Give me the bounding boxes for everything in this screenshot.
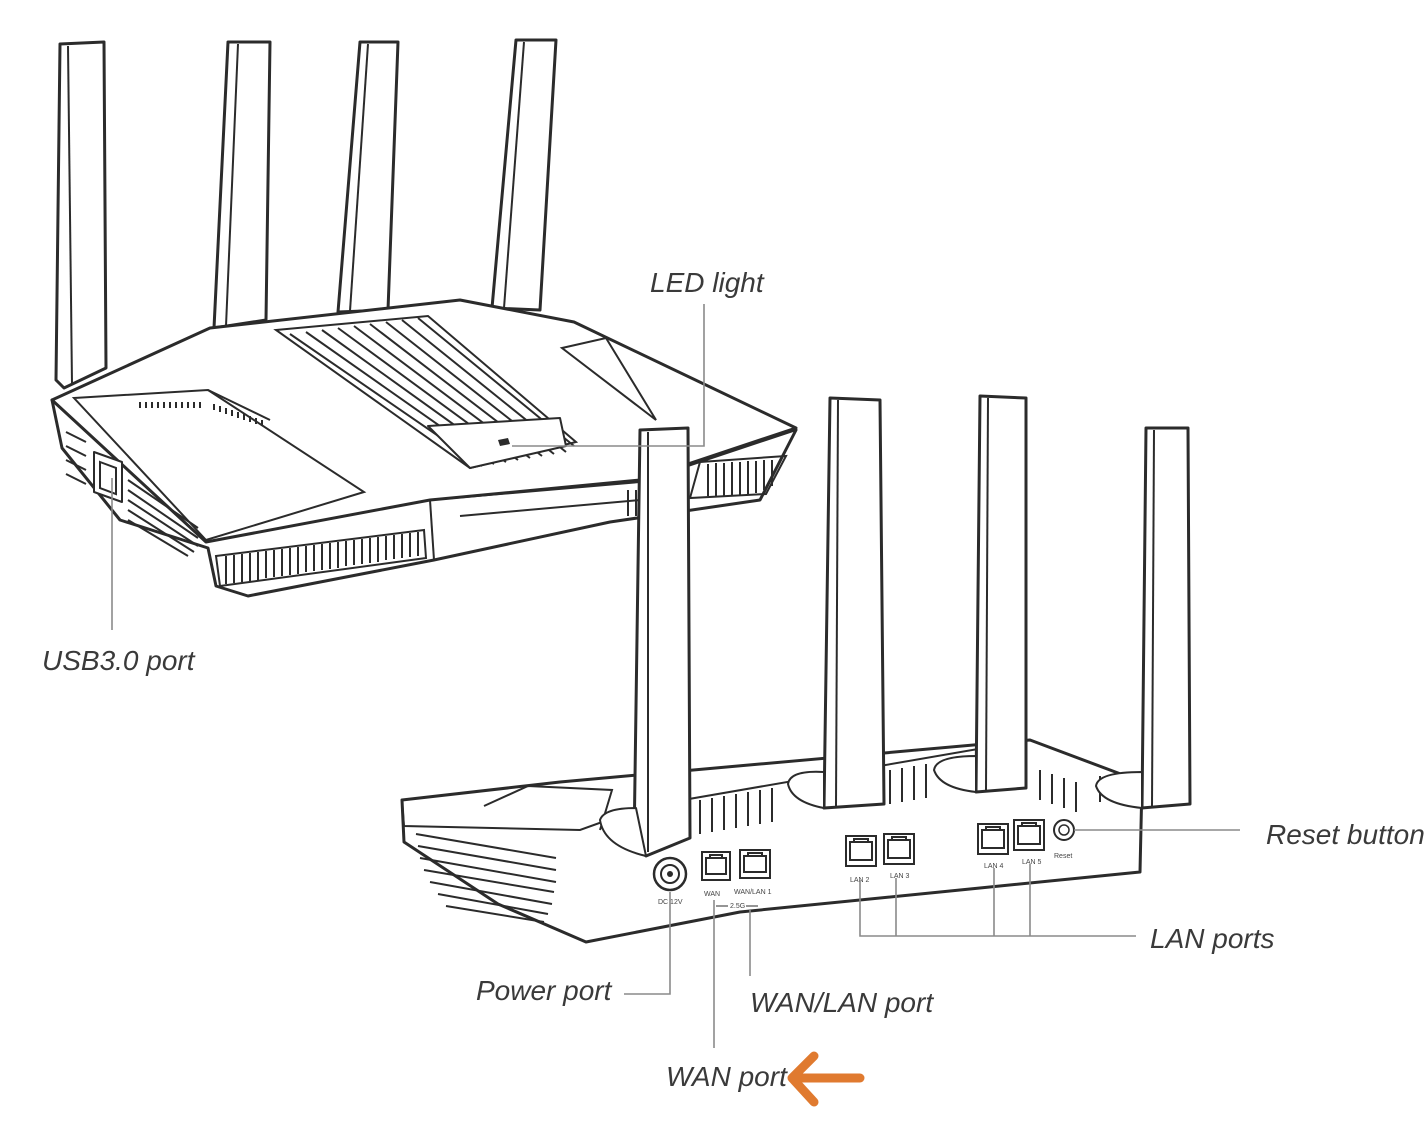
front-antenna-2 — [212, 40, 272, 330]
lan5-label: LAN 5 — [1022, 859, 1042, 866]
lan-ports-label: LAN ports — [1150, 923, 1275, 954]
front-router — [50, 38, 798, 598]
front-antenna-1 — [54, 40, 108, 390]
wan-port-label-callout: WAN port — [666, 1061, 788, 1092]
lan-leader — [859, 864, 1136, 937]
wan-port-label: WAN — [704, 891, 720, 898]
lan3-label: LAN 3 — [890, 873, 910, 880]
speed-label: 2.5G — [730, 903, 745, 910]
front-antenna-3 — [336, 40, 400, 314]
rear-router: DC 12V WAN WAN/LAN 1 2.5G LAN 2 LAN 3 LA… — [400, 394, 1192, 944]
led-leader — [512, 304, 705, 447]
arrow-left-icon — [787, 1051, 865, 1107]
front-bottom-vent — [214, 528, 428, 588]
usb-port — [93, 451, 123, 503]
led-light-label: LED light — [650, 267, 765, 298]
wan-lan1-label: WAN/LAN 1 — [734, 889, 772, 896]
rear-antenna-2 — [822, 396, 886, 810]
led-light-indicator — [498, 438, 510, 446]
power-leader — [624, 892, 671, 995]
power-port-label: Power port — [476, 975, 613, 1006]
usb-port-label: USB3.0 port — [42, 645, 196, 676]
rear-antenna-4 — [1140, 426, 1192, 810]
rear-antenna-3 — [974, 394, 1028, 794]
rear-antenna-1 — [632, 426, 692, 858]
reset-label: Reset — [1054, 853, 1072, 860]
leader-lines — [111, 304, 1240, 1048]
wan-lan-port-label: WAN/LAN port — [750, 987, 934, 1018]
lan4-label: LAN 4 — [984, 863, 1004, 870]
reset-button-label: Reset button — [1266, 819, 1425, 850]
rear-router-body — [400, 738, 1144, 944]
front-antenna-4 — [490, 38, 558, 312]
